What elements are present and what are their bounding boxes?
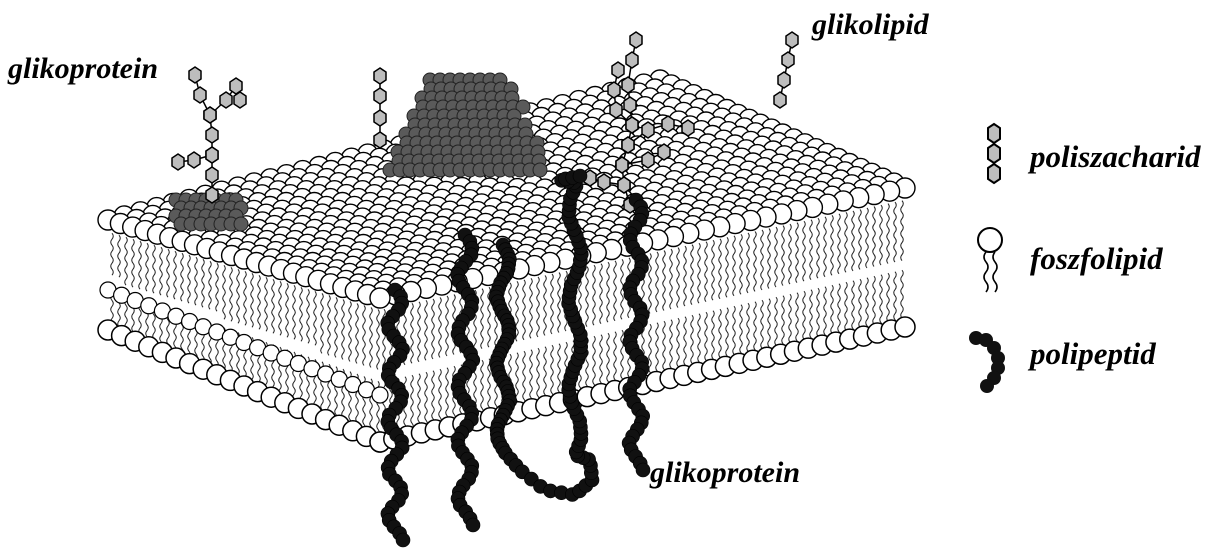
sugar-unit [220, 92, 232, 108]
lipid-head [370, 288, 390, 308]
legend-label-phospholipid: foszfolipid [1030, 241, 1163, 276]
sugar-unit [778, 72, 790, 88]
sugar-unit [616, 157, 628, 173]
sugar-unit [782, 52, 794, 68]
lipid-head [372, 387, 388, 403]
sugar-unit [374, 110, 386, 126]
sugar-unit [206, 187, 218, 203]
legend-label-polypeptide: polipeptid [1027, 336, 1156, 371]
sugar-unit [642, 152, 654, 168]
sugar-unit [624, 97, 636, 113]
sugar-unit [374, 88, 386, 104]
legend: poliszacharid foszfolipid polipeptid [969, 124, 1201, 393]
polypeptide-icon [969, 331, 1005, 393]
sugar-unit [234, 92, 246, 108]
lipid-head [895, 317, 915, 337]
globular-protein [383, 73, 547, 177]
sugar-unit [610, 102, 622, 118]
amino-acid-bead [396, 533, 410, 547]
sugar-unit [194, 87, 206, 103]
sugar-unit [786, 32, 798, 48]
sugar-unit [188, 152, 200, 168]
sugar-unit [630, 32, 642, 48]
sugar-unit [622, 77, 634, 93]
amino-acid-bead [466, 518, 480, 532]
sugar-unit [682, 120, 694, 136]
sugar-unit [774, 92, 786, 108]
sugar-unit [204, 107, 216, 123]
sugar-unit [658, 144, 670, 160]
sugar-unit [642, 122, 654, 138]
label-glycolipid: glikolipid [811, 8, 930, 41]
amino-acid-bead [573, 169, 587, 183]
sugar-unit [612, 62, 624, 78]
sugar-unit [626, 117, 638, 133]
legend-label-polysaccharide: poliszacharid [1027, 139, 1201, 174]
sugar-unit [172, 154, 184, 170]
sugar-unit [598, 174, 610, 190]
sugar-unit [374, 68, 386, 84]
sugar-unit [622, 137, 634, 153]
protein-subunit [234, 217, 248, 231]
sugar-unit [626, 52, 638, 68]
label-glycoprotein-bottom: glikoprotein [649, 456, 800, 489]
sugar-unit [206, 127, 218, 143]
sugar-unit [374, 132, 386, 148]
sugar-unit [662, 116, 674, 132]
polysaccharide-icon [988, 124, 1000, 183]
label-glycoprotein-left: glikoprotein [7, 52, 158, 85]
sugar-unit [189, 67, 201, 83]
sugar-unit [206, 147, 218, 163]
protein-subunit [533, 163, 547, 177]
phospholipid-icon [978, 228, 1002, 292]
sugar-unit [206, 167, 218, 183]
sugar-unit [618, 177, 630, 193]
amino-acid-bead [636, 463, 650, 477]
sugar-unit [608, 82, 620, 98]
